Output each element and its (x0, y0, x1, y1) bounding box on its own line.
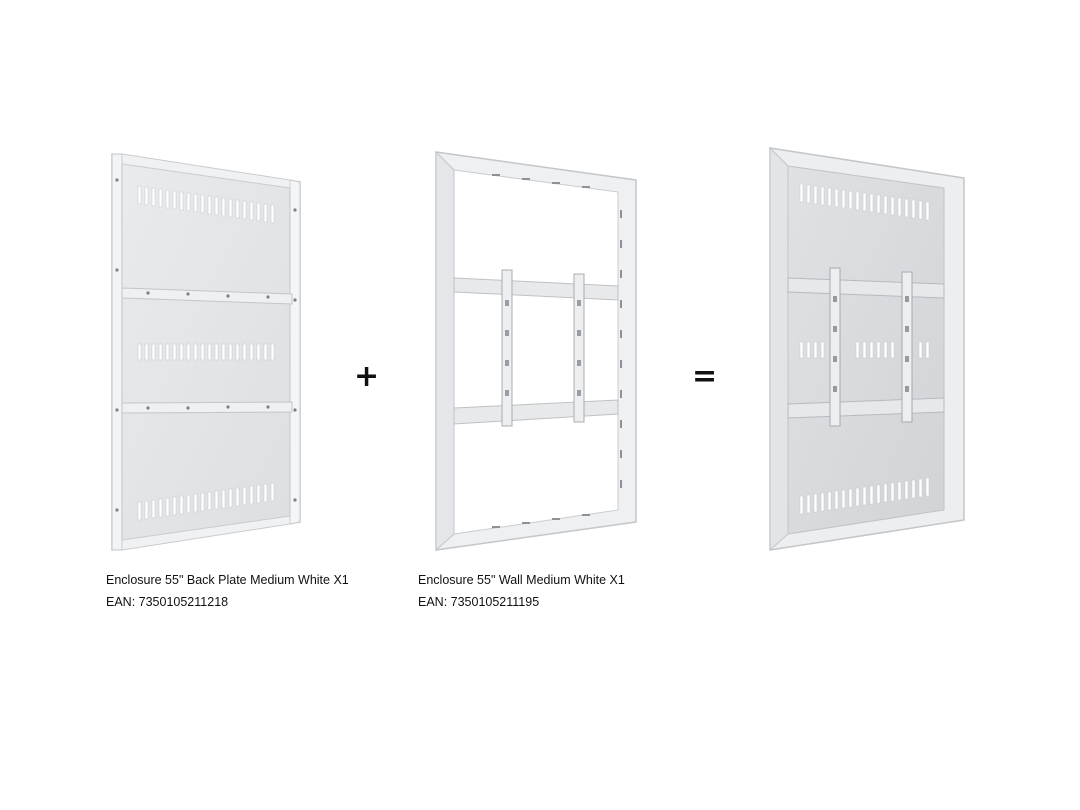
product-title: Enclosure 55" Back Plate Medium White X1 (106, 573, 349, 587)
equals-sign: = (692, 359, 718, 394)
plus-sign: + (354, 359, 380, 394)
product-ean: EAN: 7350105211195 (418, 595, 540, 609)
back-plate-image (108, 150, 308, 555)
product-title: Enclosure 55" Wall Medium White X1 (418, 573, 625, 587)
product-caption-wall: Enclosure 55" Wall Medium White X1 EAN: … (418, 569, 625, 613)
assembled-enclosure-image (766, 146, 970, 556)
wall-frame-image (432, 150, 640, 555)
product-caption-back-plate: Enclosure 55" Back Plate Medium White X1… (106, 569, 349, 613)
product-ean: EAN: 7350105211218 (106, 595, 229, 609)
